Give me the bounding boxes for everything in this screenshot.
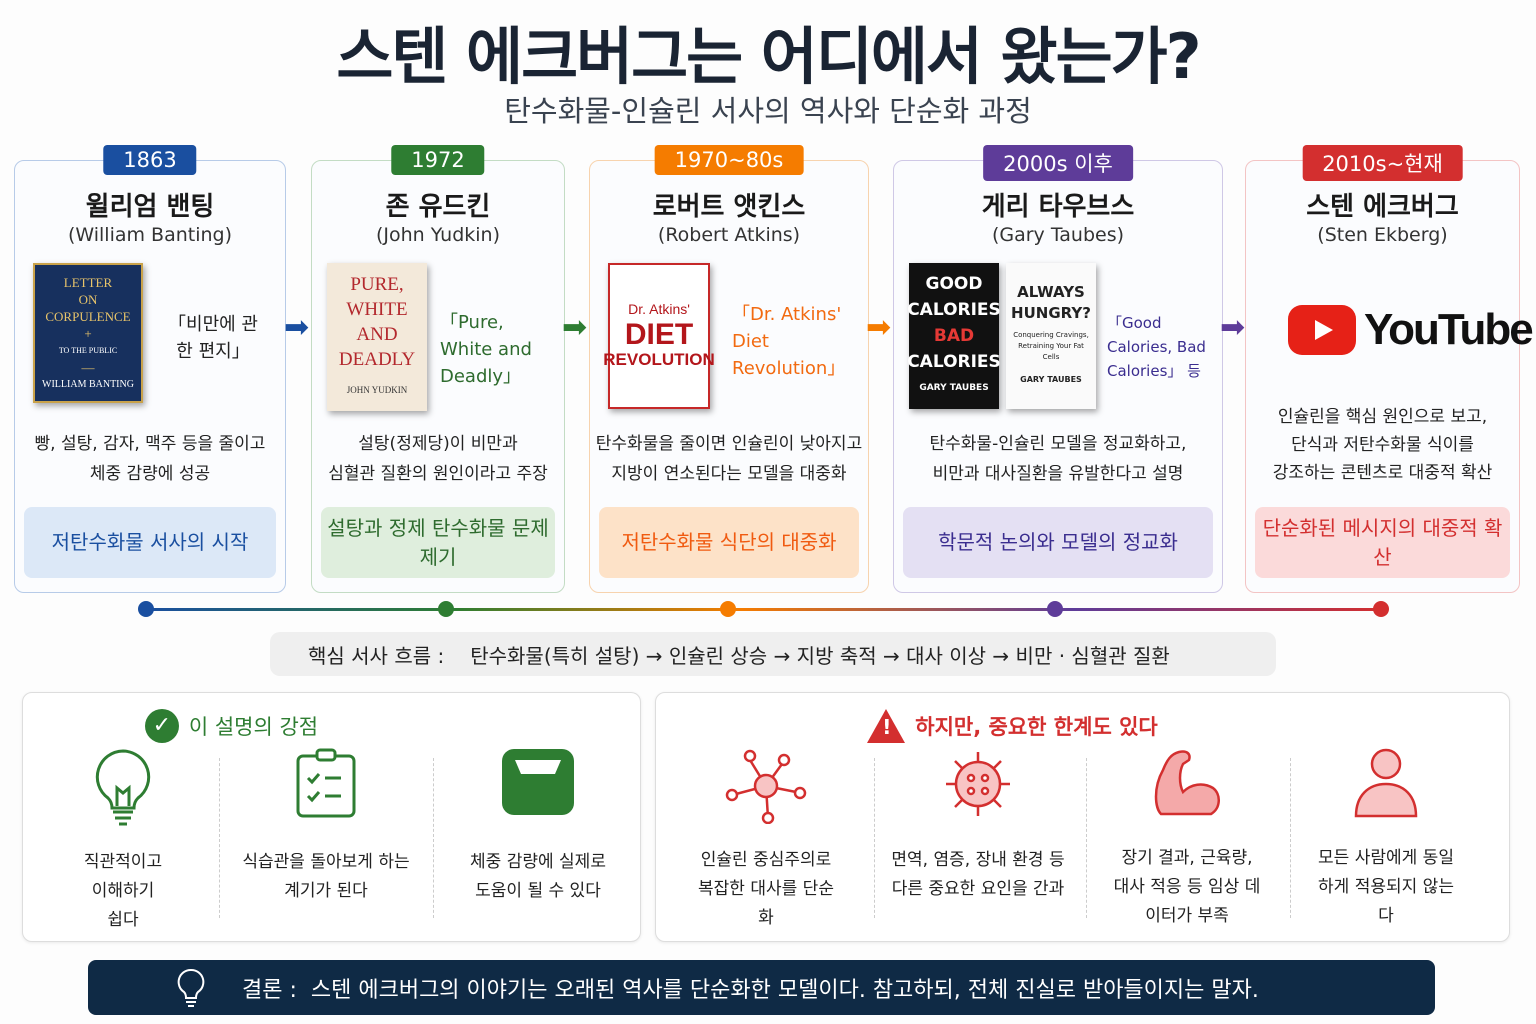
scale-icon <box>502 749 574 815</box>
person-name: 스텐 에크버그 <box>1306 192 1459 222</box>
year-badge: 1970~80s <box>654 145 804 175</box>
page-title: 스텐 에크버그는 어디에서 왔는가? <box>336 20 1201 93</box>
person-name: 존 유드킨 <box>385 192 491 222</box>
timeline-dot <box>1047 601 1063 617</box>
summary-tag: 학문적 논의와 모델의 정교화 <box>903 507 1213 578</box>
description: 탄수화물-인슐린 모델을 정교화하고,비만과 대사질환을 유발한다고 설명 <box>929 434 1187 484</box>
divider <box>874 758 875 918</box>
timeline-dot <box>438 601 454 617</box>
summary-tag: 저탄수화물 서사의 시작 <box>24 507 276 578</box>
timeline-dot <box>1373 601 1389 617</box>
limitations-title: !하지만, 중요한 한계도 있다 <box>586 709 1439 743</box>
limitation-item: 모든 사람에게 동일하게 적용되지 않는다 <box>1306 748 1466 926</box>
lightbulb-icon <box>95 749 151 826</box>
year-badge: 2000s 이후 <box>983 145 1133 181</box>
divider <box>433 758 434 918</box>
page-subtitle: 탄수화물-인슐린 서사의 역사와 단순화 과정 <box>504 94 1032 128</box>
conclusion-text: 결론 : 스텐 에크버그의 이야기는 오래된 역사를 단순화한 모델이다. 참고… <box>242 977 1259 1003</box>
book-title: 「비만에 관한 편지」 <box>168 314 258 362</box>
strengths-title: ✓이 설명의 강점 <box>0 709 540 743</box>
person-name: 로버트 앳킨스 <box>652 192 806 222</box>
lightbulb-icon <box>177 968 205 1007</box>
timeline-card-ekberg: 2010s~현재 스텐 에크버그 (Sten Ekberg) YouTube 인… <box>1245 145 1534 593</box>
flow-text: 탄수화물(특히 설탕) → 인슐린 상승 → 지방 축적 → 대사 이상 → 비… <box>470 643 1170 668</box>
divider <box>219 758 220 918</box>
summary-tag: 저탄수화물 식단의 대중화 <box>599 507 859 578</box>
checklist-clipboard-icon <box>296 748 356 818</box>
youtube-play-icon <box>1288 305 1356 355</box>
arrow-right-icon: ➡ <box>1220 310 1246 345</box>
divider <box>1290 758 1291 918</box>
arrow-right-icon: ➡ <box>866 310 892 345</box>
limitation-item: 장기 결과, 근육량, 대사 적응 등 임상 데이터가 부족 <box>1102 748 1272 926</box>
limitation-item: 인슐린 중심주의로 복잡한 대사를 단순화 <box>681 748 851 928</box>
person-name-en: (John Yudkin) <box>375 224 501 246</box>
book-title: 「Dr. Atkins' Diet Revolution」 <box>732 304 846 379</box>
strength-item: 체중 감량에 실제로 도움이 될 수 있다 <box>448 748 628 918</box>
book-title: 「Good Calories, Bad Calories」 등 <box>1107 314 1206 380</box>
timeline-line <box>146 608 1382 611</box>
timeline-dot <box>720 601 736 617</box>
strengths-panel: ✓이 설명의 강점 직관적이고 이해하기 쉽다 식습관을 돌아보게 하는 계기가… <box>22 692 641 942</box>
year-badge: 1972 <box>391 145 485 175</box>
person-icon <box>1354 748 1418 818</box>
flexed-arm-icon <box>1154 750 1220 816</box>
arrow-right-icon: ➡ <box>284 310 310 345</box>
limitation-item: 면역, 염증, 장내 환경 등 다른 중요한 요인을 간과 <box>888 748 1068 918</box>
divider <box>1086 758 1087 918</box>
virus-icon <box>946 752 1010 816</box>
person-name-en: (Robert Atkins) <box>657 224 801 246</box>
summary-tag: 단순화된 메시지의 대중적 확산 <box>1255 507 1510 578</box>
person-name: 게리 타우브스 <box>981 192 1135 222</box>
youtube-logo: YouTube <box>1288 305 1534 355</box>
person-name-en: (Gary Taubes) <box>991 224 1125 246</box>
timeline-dot <box>138 601 154 617</box>
network-hub-icon <box>725 749 807 824</box>
limitations-panel: !하지만, 중요한 한계도 있다 인슐린 중심주의로 복잡한 대사를 단순화 면… <box>655 692 1510 942</box>
check-circle-icon: ✓ <box>144 709 179 743</box>
person-name-en: (William Banting) <box>67 224 233 246</box>
flow-label: 핵심 서사 흐름 : <box>308 643 445 668</box>
strength-item: 직관적이고 이해하기 쉽다 <box>43 748 203 930</box>
conclusion-banner: 결론 : 스텐 에크버그의 이야기는 오래된 역사를 단순화한 모델이다. 참고… <box>88 960 1435 1015</box>
arrow-right-icon: ➡ <box>562 310 588 345</box>
strength-item: 식습관을 돌아보게 하는 계기가 된다 <box>233 748 419 918</box>
core-narrative-flow: 핵심 서사 흐름 : 탄수화물(특히 설탕) → 인슐린 상승 → 지방 축적 … <box>270 632 1276 676</box>
timeline-card-atkins: 1970~80s 로버트 앳킨스 (Robert Atkins) Dr. Atk… <box>589 145 869 593</box>
person-name: 윌리엄 밴팅 <box>85 192 215 222</box>
warning-icon: ! <box>867 709 906 743</box>
year-badge: 2010s~현재 <box>1302 145 1463 181</box>
book-title: 「Pure, White and Deadly」 <box>440 312 532 387</box>
year-badge: 1863 <box>103 145 197 175</box>
person-name-en: (Sten Ekberg) <box>1317 224 1448 246</box>
summary-tag: 설탕과 정제 탄수화물 문제 제기 <box>321 507 555 578</box>
